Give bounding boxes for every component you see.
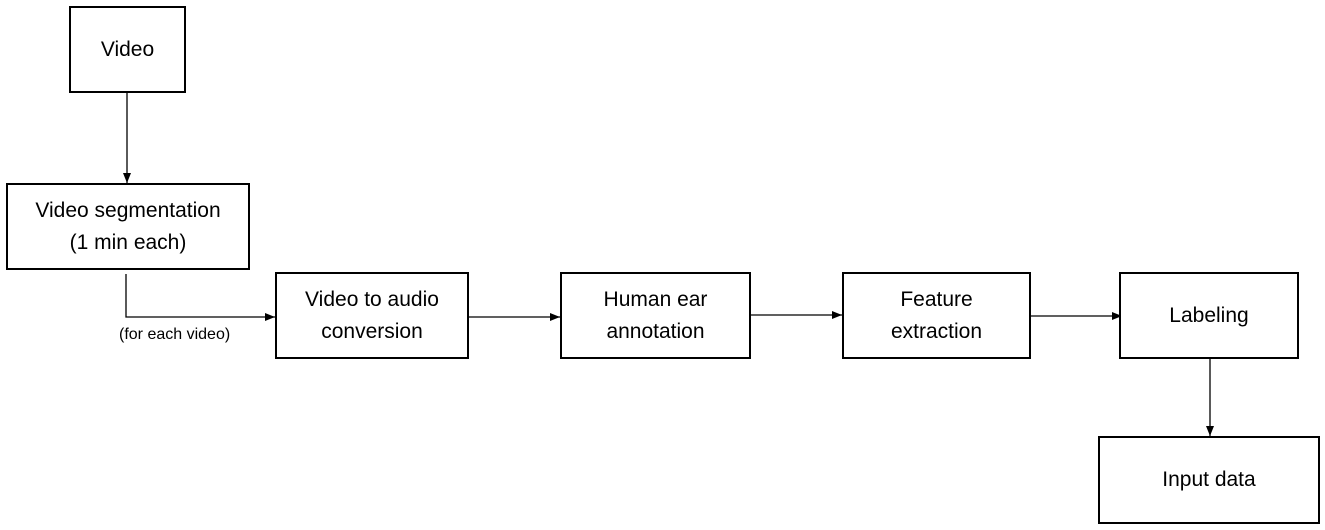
node-annotation-line-2: annotation bbox=[606, 319, 705, 343]
node-annotation-line-1: Human ear bbox=[603, 287, 708, 311]
node-feature-extraction: Feature extraction bbox=[842, 272, 1031, 359]
edge-label-for-each-video: (for each video) bbox=[119, 326, 231, 343]
node-conversion-line-2: conversion bbox=[321, 319, 423, 343]
node-extraction-line-1: Feature bbox=[900, 287, 973, 311]
node-video: Video bbox=[69, 6, 186, 93]
node-input-data-label: Input data bbox=[1162, 468, 1256, 491]
node-conversion-line-1: Video to audio bbox=[305, 287, 439, 311]
node-labeling-label: Labeling bbox=[1169, 303, 1249, 327]
node-video-to-audio-conversion: Video to audio conversion bbox=[275, 272, 469, 359]
arrow-segmentation-to-conversion bbox=[125, 274, 275, 321]
node-input-data: Input data bbox=[1098, 436, 1320, 524]
node-labeling: Labeling bbox=[1119, 272, 1299, 359]
node-video-label: Video bbox=[100, 37, 155, 61]
node-extraction-line-2: extraction bbox=[890, 319, 983, 343]
node-video-segmentation-line-1: Video segmentation bbox=[35, 198, 221, 222]
node-human-ear-annotation: Human ear annotation bbox=[560, 272, 751, 359]
node-video-segmentation: Video segmentation (1 min each) bbox=[6, 183, 250, 270]
node-video-segmentation-line-2: (1 min each) bbox=[69, 230, 187, 254]
